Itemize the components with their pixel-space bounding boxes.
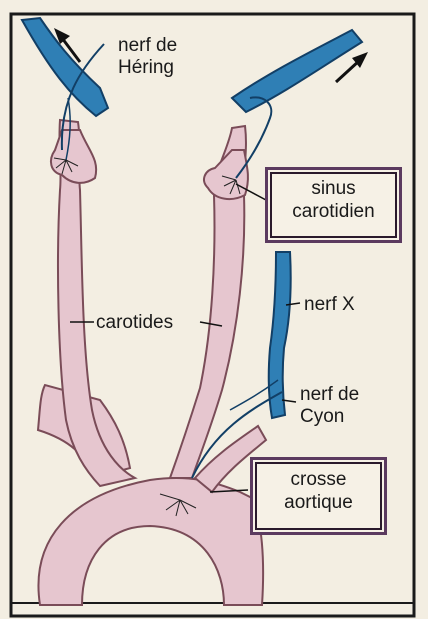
right-carotid-bulb <box>204 150 248 199</box>
label-carotides-text: carotides <box>96 312 173 333</box>
box-crosse-line1: crosse <box>253 468 384 491</box>
box-sinus-line1: sinus <box>268 177 399 200</box>
label-nerf-hering-line1: nerf de <box>118 35 177 56</box>
aortic-arch <box>38 478 263 605</box>
label-nerf-cyon-line2: Cyon <box>300 406 344 427</box>
label-nerf-x-text: nerf X <box>304 294 355 315</box>
box-crosse-aortique: crosse aortique <box>250 457 387 535</box>
label-nerf-cyon: nerf de Cyon <box>300 384 359 428</box>
label-nerf-hering: nerf de Héring <box>118 35 177 79</box>
box-crosse-line2: aortique <box>253 491 384 514</box>
label-nerf-cyon-line1: nerf de <box>300 384 359 405</box>
vein-top-right <box>232 30 362 112</box>
box-sinus-line2: carotidien <box>268 200 399 223</box>
label-nerf-x: nerf X <box>304 294 355 316</box>
label-nerf-hering-line2: Héring <box>118 57 174 78</box>
label-carotides: carotides <box>96 312 173 334</box>
left-carotid-bulb <box>51 130 96 183</box>
box-sinus-carotidien: sinus carotidien <box>265 167 402 243</box>
vein-top-left <box>22 18 108 116</box>
